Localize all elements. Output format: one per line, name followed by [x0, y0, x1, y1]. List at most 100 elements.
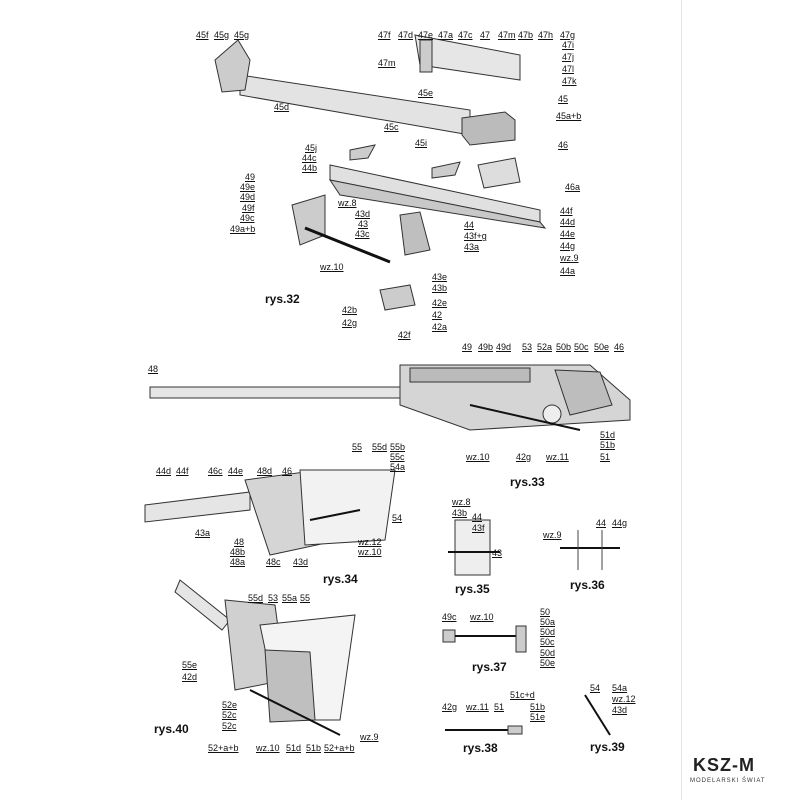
part-label: 47m — [498, 30, 516, 40]
part-label: 45g — [234, 30, 250, 40]
part-label: 44e — [560, 229, 576, 239]
part-label: 50e — [540, 658, 556, 668]
part-label: 42g — [442, 702, 458, 712]
part-label: 44a — [560, 266, 576, 276]
part-label: 49c — [442, 612, 457, 622]
part-label: 53 — [268, 593, 279, 603]
part-label: wz.10 — [320, 262, 344, 272]
wire-rys40 — [249, 689, 341, 736]
part-label: wz.12 — [612, 694, 636, 704]
part-label: 45g — [214, 30, 230, 40]
part-label: 52+a+b — [208, 743, 239, 753]
part-label: 42g — [516, 452, 532, 462]
plate-rys35 — [454, 519, 491, 576]
barrel-rys34 — [144, 491, 251, 523]
part-label: 55 — [300, 593, 311, 603]
part-label: 55c — [390, 452, 405, 462]
wire-rys34 — [309, 509, 361, 521]
part-label: 44g — [560, 241, 576, 251]
block-46 — [477, 157, 521, 189]
part-label: 53 — [522, 342, 533, 352]
figure-label-rys32: rys.32 — [265, 292, 300, 306]
figure-label-rys35: rys.35 — [455, 582, 490, 596]
barrel-rys40 — [174, 579, 231, 631]
housing-46 — [554, 369, 613, 416]
part-label: 55e — [182, 660, 198, 670]
part-label: 47d — [398, 30, 414, 40]
part-label: 46c — [208, 466, 223, 476]
part-label: 47 — [480, 30, 491, 40]
part-label: 42f — [398, 330, 411, 340]
part-label: 55a — [282, 593, 298, 603]
part-label: 48 — [148, 364, 159, 374]
part-label: 51e — [530, 712, 546, 722]
part-label: 45 — [558, 94, 569, 104]
part-label: 43 — [492, 548, 503, 558]
part-label: 49c — [240, 213, 255, 223]
barrel-48 — [149, 386, 401, 399]
part-label: 44 — [472, 512, 483, 522]
part-label: 55d — [372, 442, 388, 452]
part-label: 47i — [562, 40, 575, 50]
part-label: wz.9 — [360, 732, 379, 742]
part-label: 42b — [342, 305, 358, 315]
part-label: 52c — [222, 721, 237, 731]
part-label: 43e — [432, 272, 448, 282]
figure-label-rys38: rys.38 — [463, 741, 498, 755]
part-label: 47k — [562, 76, 577, 86]
part-label: 51b — [600, 440, 616, 450]
bracket-49 — [291, 194, 326, 246]
part-label: 45i — [415, 138, 428, 148]
part-label: 45j — [305, 143, 318, 153]
part-label: 48d — [257, 466, 273, 476]
part-label: 50 — [540, 607, 551, 617]
part-label: 46 — [282, 466, 293, 476]
part-label: 45f — [196, 30, 209, 40]
part-label: 49 — [245, 172, 256, 182]
part-label: 43c — [355, 229, 370, 239]
brand-subtitle: MODELARSKI ŚWIAT — [690, 778, 766, 784]
cradle-side — [328, 179, 547, 229]
wire-rys39 — [584, 694, 611, 736]
part-label: 50c — [574, 342, 589, 352]
part-label: 48 — [234, 537, 245, 547]
part-label: 48a — [230, 557, 246, 567]
part-label: 52+a+b — [324, 743, 355, 753]
part-label: 44b — [302, 163, 318, 173]
part-label: 47e — [418, 30, 434, 40]
part-label: 51c+d — [510, 690, 535, 700]
part-label: 42e — [432, 298, 448, 308]
part-label: 55b — [390, 442, 406, 452]
part-label: wz.11 — [466, 702, 489, 712]
part-label: 44 — [596, 518, 607, 528]
clamp-rys38 — [507, 725, 523, 735]
part-label: 44e — [228, 466, 244, 476]
part-label: 43a — [195, 528, 211, 538]
part-label: 45e — [418, 88, 434, 98]
part-label: 47l — [562, 64, 575, 74]
part-label: 50a — [540, 617, 556, 627]
gear-rys33 — [542, 404, 562, 424]
wire-rys33 — [469, 404, 581, 431]
part-label: 44 — [464, 220, 475, 230]
part-label: 44g — [612, 518, 628, 528]
part-label: wz.12 — [358, 537, 382, 547]
part-label: 42d — [182, 672, 198, 682]
part-label: 45a+b — [556, 111, 582, 121]
mechanism-rys40 — [264, 649, 316, 723]
part-label: 44f — [176, 466, 189, 476]
wire-wz10-r32 — [304, 226, 391, 264]
part-label: 43d — [293, 557, 309, 567]
figure-label-rys33: rys.33 — [510, 475, 545, 489]
part-label: 51b — [306, 743, 322, 753]
part-label: 43b — [452, 508, 468, 518]
figure-label-rys34: rys.34 — [323, 572, 358, 586]
part-label: 47b — [518, 30, 534, 40]
part-label: 45c — [384, 122, 399, 132]
part-label: 49f — [242, 203, 255, 213]
breech-block — [461, 111, 516, 146]
part-label: 44d — [156, 466, 172, 476]
muzzle-bracket — [214, 39, 251, 93]
